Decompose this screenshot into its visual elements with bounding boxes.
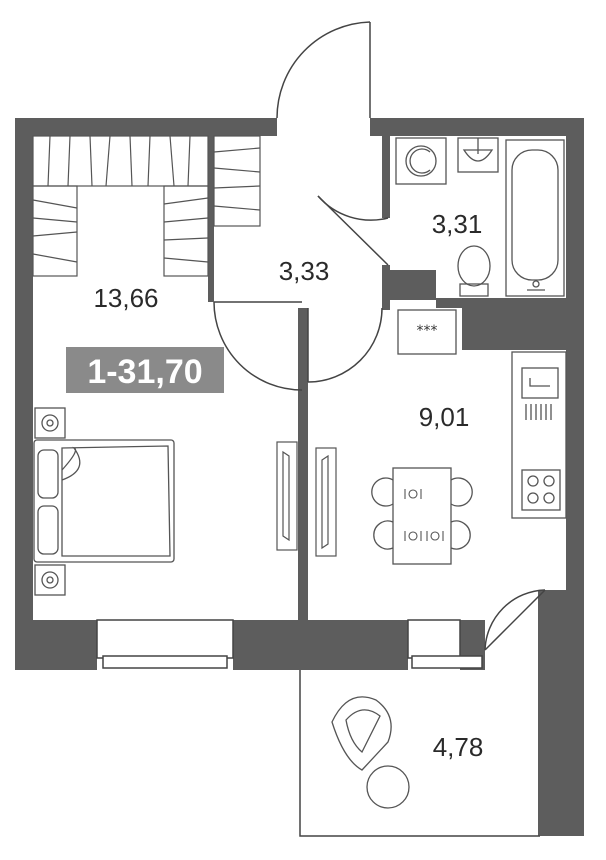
wall-left (15, 118, 33, 670)
wall-bath-bottom-left (382, 270, 436, 300)
stove-unit: *** (397, 309, 457, 355)
wall-top-right (370, 118, 582, 136)
doors (213, 21, 546, 651)
stove-label: *** (417, 323, 438, 339)
area-label-bedroom: 13,66 (93, 283, 158, 313)
wall-bottom-2 (233, 620, 408, 670)
wall-right (566, 118, 584, 598)
window-icon (407, 619, 483, 669)
washing-machine-icon (395, 137, 447, 185)
door-icon (213, 301, 303, 391)
chair-icon (371, 477, 473, 550)
wardrobe-icon (32, 135, 261, 277)
sliding-door-left (276, 441, 298, 551)
toilet-icon (457, 245, 491, 297)
area-label-bathroom: 3,31 (432, 209, 483, 239)
area-label-balcony: 4,78 (433, 732, 484, 762)
nightstand-icon (34, 564, 66, 596)
walls (15, 118, 584, 836)
door-icon (317, 195, 389, 266)
window-icon (96, 619, 234, 669)
dining-table-icon (392, 467, 452, 565)
area-label-kitchen: 9,01 (419, 402, 470, 432)
apartment-badge: 1-31,70 (66, 347, 224, 393)
area-label-hall: 3,33 (279, 256, 330, 286)
bathtub-icon (505, 139, 565, 297)
lounge-chair-icon (331, 696, 392, 771)
double-bed-icon (33, 439, 175, 563)
nightstand-icon (34, 407, 66, 439)
cooktop-icon (521, 469, 561, 511)
wall-bath-left-upper (382, 136, 390, 218)
apartment-badge-background (66, 347, 224, 393)
door-icon (276, 21, 371, 119)
wall-kitchen-top-block (462, 298, 566, 350)
wall-bottom-1 (15, 620, 97, 670)
door-icon (484, 589, 546, 651)
sink-icon (457, 137, 499, 173)
kitchen-sink-icon (511, 351, 567, 519)
windows (96, 619, 483, 669)
round-table-icon (366, 765, 410, 809)
wall-bedroom-hall-upper (208, 136, 214, 302)
door-icon (307, 307, 383, 383)
apartment-code: 1-31,70 (87, 353, 202, 391)
place-setting (404, 489, 444, 541)
wall-balcony-right (538, 590, 584, 836)
wall-hall-kitchen (298, 308, 308, 620)
balcony-outline (299, 670, 540, 837)
wall-top-left (15, 118, 277, 136)
sliding-door-right (315, 447, 337, 557)
